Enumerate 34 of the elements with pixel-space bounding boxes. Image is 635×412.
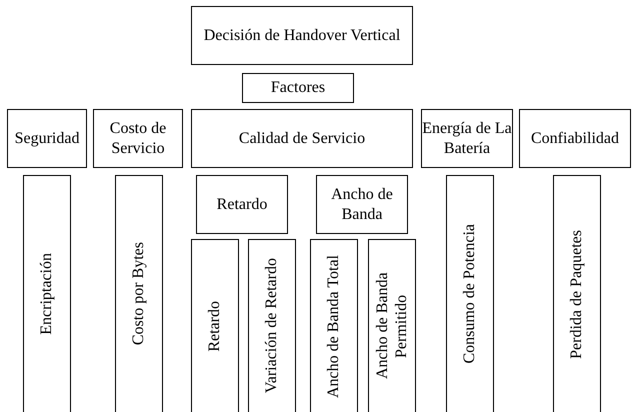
category-box	[7, 109, 87, 168]
box-label: Encriptación	[37, 253, 56, 335]
box-label: Ancho de Banda	[330, 185, 394, 224]
factor-column-box	[115, 175, 163, 412]
box-label: Ancho de Banda Total	[324, 254, 344, 398]
box-label: Consumo de Potencia	[460, 224, 480, 364]
box-label: Costo por Bytes	[129, 242, 148, 346]
category-box	[196, 175, 288, 234]
box-label: Factores	[270, 78, 326, 98]
category-box	[93, 109, 183, 168]
factor-column-box	[248, 239, 296, 412]
factor-column-box	[310, 239, 358, 412]
factor-column-box	[23, 175, 71, 412]
box-label: Decisión de Handover Vertical	[204, 26, 400, 46]
box-label: Retardo	[205, 300, 224, 352]
box-label: Energía de La Batería	[422, 119, 512, 158]
factor-column-box	[446, 175, 494, 412]
factor-column-box	[191, 239, 239, 412]
category-box	[421, 109, 513, 168]
box-label: Variación de Retardo	[262, 258, 282, 394]
box-label: Ancho de Banda Permitido	[372, 272, 411, 382]
box-label: Confiabilidad	[531, 128, 619, 148]
category-box	[191, 6, 413, 65]
factor-column-box	[553, 175, 601, 412]
box-label: Calidad de Servicio	[238, 128, 366, 148]
box-label: Seguridad	[14, 128, 80, 148]
box-label: Perdida de Paquetes	[567, 230, 586, 358]
factor-column-box	[368, 239, 416, 412]
box-label: Retardo	[216, 194, 268, 214]
category-box	[519, 109, 631, 168]
category-box	[316, 175, 408, 234]
category-box	[242, 73, 354, 103]
box-label: Costo de Servicio	[108, 119, 168, 158]
category-box	[191, 109, 413, 168]
